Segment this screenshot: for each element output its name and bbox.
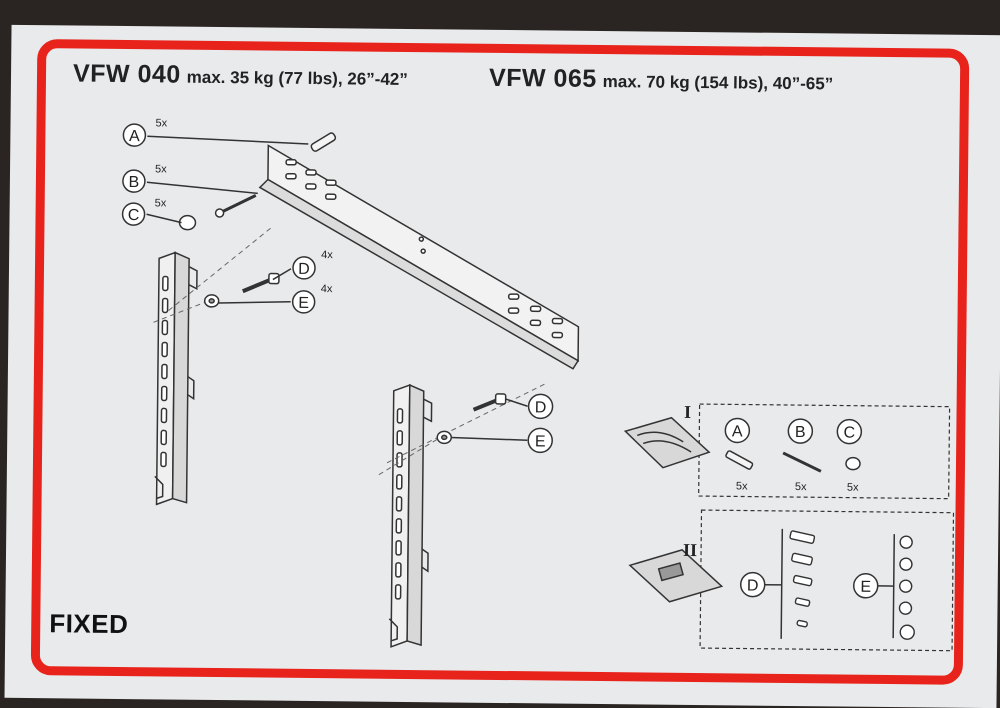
callout-a-qty: 5x xyxy=(155,117,167,129)
anchor-a xyxy=(310,132,337,153)
right-callout-d-letter: D xyxy=(535,399,547,416)
pack1-roman-numeral: I xyxy=(684,402,691,422)
assembly-diagram: A B C D E D E A B C 5x 5x 5x D E I II 5x… xyxy=(5,25,1000,708)
screw-b xyxy=(216,195,256,217)
pack2-roman-numeral: II xyxy=(683,540,697,560)
pack-2-box xyxy=(700,510,953,651)
callout-e-qty: 4x xyxy=(321,283,333,295)
callout-b-qty: 5x xyxy=(155,163,167,175)
callout-c-qty: 5x xyxy=(155,197,167,209)
callout-c-letter: C xyxy=(128,207,140,224)
mount-type-label: FIXED xyxy=(49,608,128,640)
callout-a-letter: A xyxy=(129,128,140,145)
right-vertical-bracket xyxy=(389,385,432,647)
pack1-part-b-letter: B xyxy=(795,424,806,441)
callout-e-letter: E xyxy=(298,295,309,312)
callout-d-qty: 4x xyxy=(321,249,333,261)
pack1-part-c-letter: C xyxy=(843,425,855,442)
left-vertical-bracket xyxy=(155,252,198,504)
washer-e xyxy=(205,295,219,307)
pack1-part-b-qty: 5x xyxy=(795,481,807,493)
pack1-part-a-qty: 5x xyxy=(736,480,748,492)
pack1-part-c-qty: 5x xyxy=(847,482,859,494)
callout-d-letter: D xyxy=(298,261,310,278)
bolt-d xyxy=(243,273,279,291)
parts-bag-2 xyxy=(630,549,723,602)
pack2-part-e-letter: E xyxy=(860,579,871,596)
parts-bag-1 xyxy=(625,417,710,468)
right-callout-e-letter: E xyxy=(535,433,546,450)
pack2-part-d-letter: D xyxy=(747,578,759,595)
pack1-part-a-letter: A xyxy=(732,423,743,440)
callout-b-letter: B xyxy=(128,174,139,191)
cap-c xyxy=(179,216,195,230)
